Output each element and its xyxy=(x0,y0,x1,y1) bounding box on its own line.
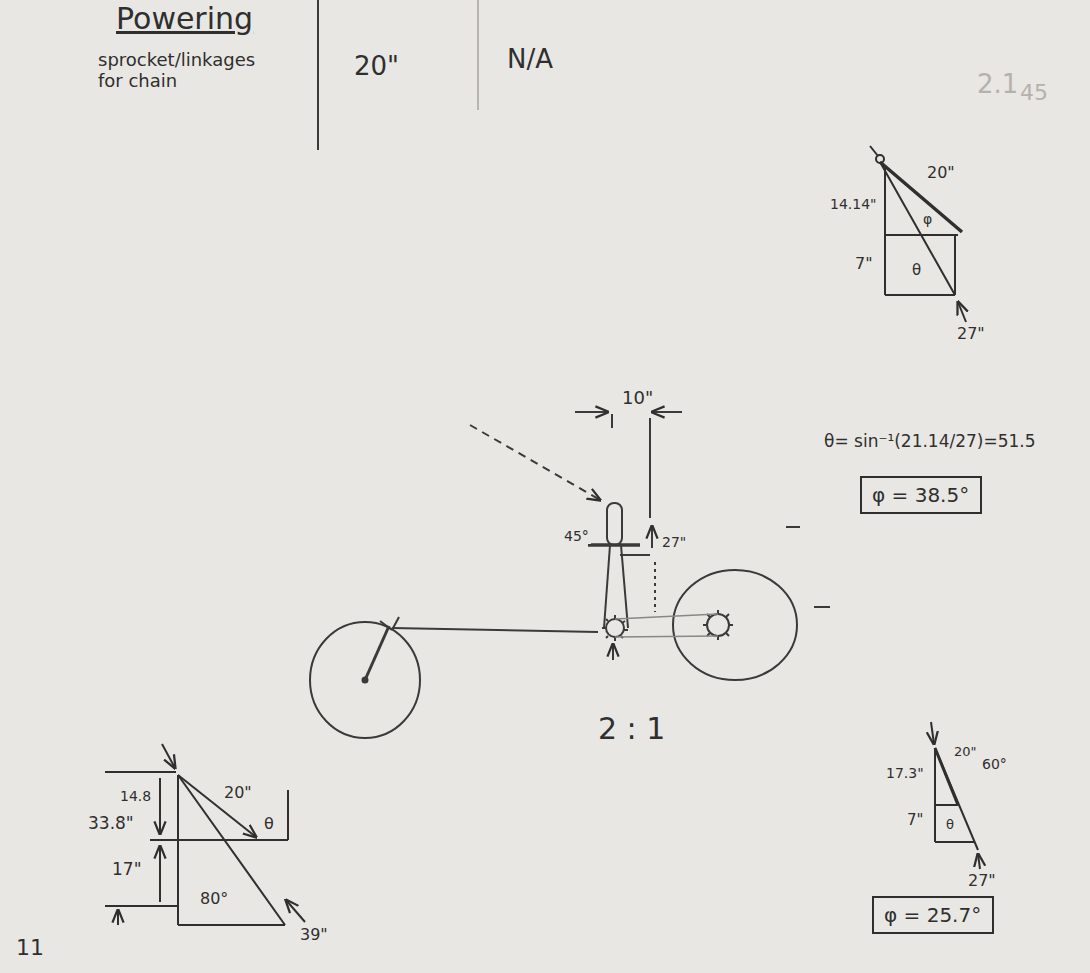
bicycle-sketch xyxy=(365,626,389,680)
bicycle-sketch xyxy=(707,614,729,636)
table-cell: sprocket/linkages for chain xyxy=(96,50,285,91)
table-lines xyxy=(477,0,479,110)
dimension-label: 14.14" xyxy=(828,196,879,212)
triangle-bottom-left xyxy=(178,924,285,926)
triangle-top-right xyxy=(885,294,955,296)
bicycle-sketch xyxy=(392,628,598,632)
dimension-label: 7" xyxy=(905,812,925,829)
bicycle-sketch xyxy=(649,418,651,518)
angle-label: 60° xyxy=(980,756,1009,772)
triangle-top-right xyxy=(884,168,886,295)
bicycle-sketch xyxy=(620,554,650,556)
bicycle-sketch xyxy=(786,526,800,528)
table-lines xyxy=(318,0,478,150)
triangle-bottom-right xyxy=(935,841,975,843)
faint-note: 2.1 xyxy=(975,70,1020,100)
dimension-label: 10" xyxy=(620,388,655,409)
bicycle-sketch xyxy=(611,414,613,428)
dimension-label: 20" xyxy=(925,164,957,182)
result-text: φ = 38.5° xyxy=(872,483,969,507)
faint-note: 45 xyxy=(1018,80,1050,105)
page-title: Powering xyxy=(116,2,253,37)
triangle-top-right xyxy=(958,302,966,322)
triangle-bottom-left xyxy=(105,744,305,925)
dimension-label: 20" xyxy=(222,784,254,802)
triangle-bottom-left xyxy=(178,775,285,925)
bicycle-sketch xyxy=(652,411,682,413)
bicycle-sketch xyxy=(380,621,392,630)
triangle-bottom-right xyxy=(935,748,978,850)
dimension-label: 33.8" xyxy=(86,814,136,834)
triangle-top-right xyxy=(870,146,878,156)
result-box: φ = 38.5° xyxy=(860,476,982,514)
angle-label: φ xyxy=(921,211,934,227)
page-number: 11 xyxy=(14,935,46,960)
table-cell: 20" xyxy=(352,52,401,82)
bicycle-sketch xyxy=(621,545,628,628)
dimension-label: 27" xyxy=(660,534,688,550)
triangle-bottom-left xyxy=(150,839,178,841)
triangle-top-right xyxy=(954,235,956,295)
dimension-label: 27" xyxy=(966,872,998,890)
triangle-bottom-left xyxy=(105,905,178,907)
angle-label: θ xyxy=(910,262,923,279)
triangle-bottom-right xyxy=(978,854,980,869)
ratio-label: 2 : 1 xyxy=(596,712,667,747)
angle-label: θ xyxy=(944,818,956,833)
bicycle-sketch xyxy=(310,412,830,738)
triangle-bottom-right xyxy=(931,722,934,744)
triangle-bottom-left xyxy=(159,778,161,834)
triangle-bottom-left xyxy=(286,900,305,922)
bicycle-sketch xyxy=(606,619,624,637)
angle-label: θ xyxy=(262,815,276,833)
bicycle-sketch xyxy=(814,606,830,608)
triangle-bottom-left xyxy=(105,771,176,773)
bicycle-sketch xyxy=(310,622,420,738)
bicycle-sketch xyxy=(654,562,656,612)
bicycle-sketch xyxy=(604,545,610,628)
dimension-label: 39" xyxy=(298,926,330,944)
formula: θ= sin⁻¹(21.14/27)=51.5 xyxy=(822,432,1038,452)
triangle-bottom-right xyxy=(935,804,958,806)
triangle-bottom-left xyxy=(162,744,175,768)
result-text: φ = 25.7° xyxy=(884,903,981,927)
triangle-bottom-left xyxy=(287,790,289,840)
table-cell: N/A xyxy=(505,45,555,75)
triangle-top-right xyxy=(880,162,962,232)
dimension-label: 14.8 xyxy=(118,788,153,804)
angle-label: 80° xyxy=(198,890,230,908)
bicycle-sketch xyxy=(607,503,622,545)
angle-label: 45° xyxy=(562,528,591,544)
triangle-top-right xyxy=(870,146,966,322)
table-lines xyxy=(317,0,319,150)
bicycle-sketch xyxy=(651,526,653,548)
bicycle-sketch xyxy=(615,636,718,637)
dimension-label: 17" xyxy=(110,860,143,880)
dimension-label: 7" xyxy=(853,255,875,273)
bicycle-sketch xyxy=(612,644,614,660)
dimension-label: 17.3" xyxy=(884,765,926,781)
bicycle-sketch xyxy=(673,570,797,680)
triangle-bottom-left xyxy=(178,775,256,837)
triangle-bottom-right xyxy=(931,722,980,869)
bicycle-sketch xyxy=(470,425,600,500)
triangle-bottom-right xyxy=(934,748,936,842)
dimension-label: 27" xyxy=(955,325,987,343)
bicycle-sketch xyxy=(615,614,718,619)
triangle-bottom-left xyxy=(177,775,179,925)
bicycle-sketch xyxy=(588,543,640,547)
triangle-bottom-left xyxy=(117,910,119,925)
dimension-label: 20" xyxy=(952,745,979,760)
bicycle-sketch xyxy=(575,411,608,413)
triangle-bottom-left xyxy=(178,839,288,841)
result-box: φ = 25.7° xyxy=(872,896,994,934)
triangle-bottom-left xyxy=(159,846,161,902)
